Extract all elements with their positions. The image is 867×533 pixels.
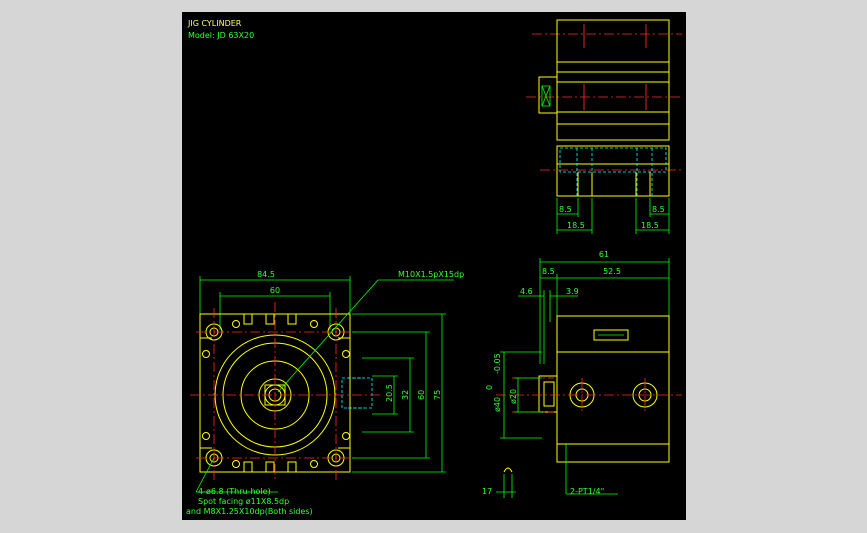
dim-side-total: 61 bbox=[599, 250, 609, 259]
cad-drawing: JIG CYLINDER Model: JD 63X20 bbox=[186, 19, 682, 516]
note-spot-facing: Spot facing ø11X8.5dp bbox=[198, 497, 289, 506]
dim-top-right-large: 18.5 bbox=[641, 221, 659, 230]
dim-top-right-small: 8.5 bbox=[652, 205, 665, 214]
top-view bbox=[526, 19, 682, 234]
port-callout: 2-PT1/4" bbox=[570, 487, 604, 496]
dim-pilot-diameter: ø40 bbox=[493, 397, 502, 412]
dim-top-left-small: 8.5 bbox=[559, 205, 572, 214]
model-label: Model: JD 63X20 bbox=[188, 31, 254, 40]
thread-callout: M10X1.5pX15dp bbox=[398, 270, 464, 279]
dim-side-gap-right: 3.9 bbox=[566, 287, 579, 296]
dim-top-left-large: 18.5 bbox=[567, 221, 585, 230]
dim-side-flange: 8.5 bbox=[542, 267, 555, 276]
dim-rod-diameter: ø20 bbox=[509, 389, 518, 404]
note-thread: and M8X1.25X10dp(Both sides) bbox=[186, 507, 313, 516]
dim-side-body: 52.5 bbox=[603, 267, 621, 276]
side-view bbox=[496, 258, 682, 498]
dim-tolerance-upper: 0 bbox=[485, 385, 494, 390]
dim-side-gap-left: 4.6 bbox=[520, 287, 533, 296]
dim-height-32: 32 bbox=[401, 390, 410, 400]
dim-height-60: 60 bbox=[417, 390, 426, 400]
dim-overall-width: 84.5 bbox=[257, 270, 275, 279]
front-view bbox=[190, 276, 454, 493]
drawing-canvas: JIG CYLINDER Model: JD 63X20 bbox=[182, 12, 686, 520]
dim-hole-pitch: 60 bbox=[270, 286, 280, 295]
dim-height-75: 75 bbox=[433, 390, 442, 400]
dim-height-20-5: 20.5 bbox=[385, 384, 394, 402]
drawing-title: JIG CYLINDER bbox=[187, 19, 242, 28]
dim-side-bottom: 17 bbox=[482, 487, 492, 496]
note-thru-hole: 4-ø6.8 (Thru-hole) bbox=[198, 487, 271, 496]
dim-tolerance: -0.05 bbox=[493, 353, 502, 374]
